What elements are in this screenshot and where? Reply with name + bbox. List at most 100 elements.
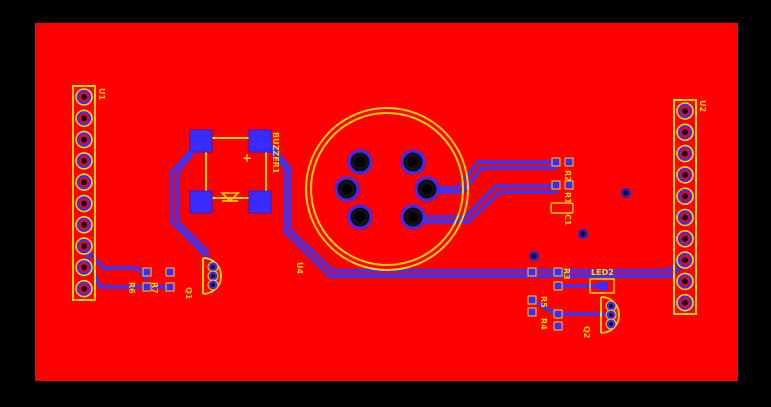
u1-pin-2 (75, 109, 93, 128)
q1-pins (207, 261, 219, 291)
u1-pin-9 (75, 258, 93, 277)
transistor-pin-drill (211, 265, 215, 269)
pin-drill (682, 278, 688, 285)
u2-pin-8 (676, 251, 694, 269)
pin-drill (682, 257, 688, 264)
pin-drill (682, 193, 688, 200)
via-drill (531, 253, 537, 259)
r6-pad-a (142, 267, 152, 277)
u2-pin-3 (676, 144, 694, 163)
buzzer-pad-2 (248, 129, 272, 153)
u2-pin-2 (676, 123, 694, 142)
label-r5: R5 (539, 296, 548, 308)
label-c1: C1 (563, 214, 572, 226)
triangle-icon (220, 192, 240, 203)
pin-drill (81, 243, 87, 250)
pin-drill (682, 235, 688, 242)
label-q2: Q2 (582, 326, 591, 338)
r3-pad-a (527, 267, 537, 277)
buzzer-pad-3 (189, 190, 213, 214)
u4-pad-drill (422, 184, 432, 194)
label-r3: R3 (562, 268, 571, 280)
header-u2: U2 (673, 99, 707, 315)
u2-pin-7 (676, 230, 694, 248)
pin-drill (81, 94, 87, 100)
label-u4: U4 (295, 262, 304, 274)
trace-u4-r1-a (411, 184, 558, 219)
u4-pad-3 (334, 176, 360, 202)
transistor-pin-drill (609, 313, 613, 317)
pin-drill (81, 136, 87, 143)
trace-u4-r2-a (425, 160, 558, 190)
trace-buzzer-q1-b (176, 144, 210, 254)
label-u2: U2 (698, 100, 707, 112)
buzzer-footprint: + BUZZER1 (189, 129, 280, 214)
pin-drill (81, 157, 87, 164)
transistor-pin-drill (609, 304, 613, 308)
pin-drill (682, 214, 688, 221)
buzzer-pad-4 (248, 190, 272, 214)
r5-pad-a (527, 295, 537, 305)
header-u2-pins (676, 102, 694, 312)
label-r6: R6 (127, 282, 136, 294)
u1-pin-6 (75, 194, 93, 213)
u1-pin-7 (75, 216, 93, 234)
pin-drill (682, 150, 688, 157)
trace-buzzer-q1-a (170, 138, 214, 264)
u4-pad-2 (400, 149, 426, 175)
u1-pin-10 (75, 279, 93, 298)
q1-outline (202, 257, 222, 295)
label-r7: R7 (150, 282, 159, 294)
r4-pad-b (553, 321, 563, 331)
u1-pin-5 (75, 173, 93, 191)
buzzer-pad-1 (189, 129, 213, 153)
r7-pad-a (165, 267, 175, 277)
led2-pad (598, 282, 607, 290)
u2-pin-9 (676, 272, 694, 291)
r4-pad-a (553, 309, 563, 319)
r2-pad-b (564, 157, 574, 167)
r2-pad-a (551, 157, 561, 167)
pin-drill (81, 264, 87, 271)
u4-pads (334, 149, 440, 230)
u2-pin-1 (676, 102, 694, 120)
pin-drill (682, 129, 688, 136)
via-2 (578, 229, 588, 239)
u2-pin-5 (676, 187, 694, 205)
transistor-q1: Q1 (184, 257, 222, 300)
u1-pin-4 (75, 152, 93, 170)
transistor-q2: Q2 (582, 296, 620, 338)
label-u1: U1 (97, 88, 106, 100)
u1-pin-8 (75, 237, 93, 255)
via-1 (621, 188, 631, 198)
buzzer-plus-sign: + (242, 151, 252, 165)
u4-pad-drill (355, 157, 365, 167)
via-3 (529, 251, 539, 261)
label-r2: R2 (563, 170, 572, 182)
pin-drill (682, 299, 688, 306)
u1-pin-1 (75, 88, 93, 106)
u4-inner-ring (310, 112, 464, 266)
u1-pin-3 (75, 130, 93, 149)
header-u1-outline (72, 85, 96, 301)
q1-pins-3 (207, 279, 219, 291)
r1-pad-a (551, 180, 561, 190)
transistor-pin-drill (211, 283, 215, 287)
u4-pad-drill (355, 212, 365, 222)
c1-outline (550, 202, 574, 214)
r5-pad-b (527, 307, 537, 317)
u4-pad-5 (347, 204, 373, 230)
pin-drill (81, 115, 87, 122)
via-drill (623, 190, 629, 196)
u4-pad-drill (408, 212, 418, 222)
header-u1-pins (75, 88, 93, 298)
transistor-pin-drill (609, 322, 613, 326)
r1-pad-b (564, 180, 574, 190)
u4-pad-drill (342, 184, 352, 194)
label-r1: R1 (563, 192, 572, 204)
u2-pin-4 (676, 166, 694, 184)
buzzer-outline (205, 137, 267, 199)
pin-drill (682, 108, 688, 114)
u4-footprint: U4 (295, 107, 469, 274)
